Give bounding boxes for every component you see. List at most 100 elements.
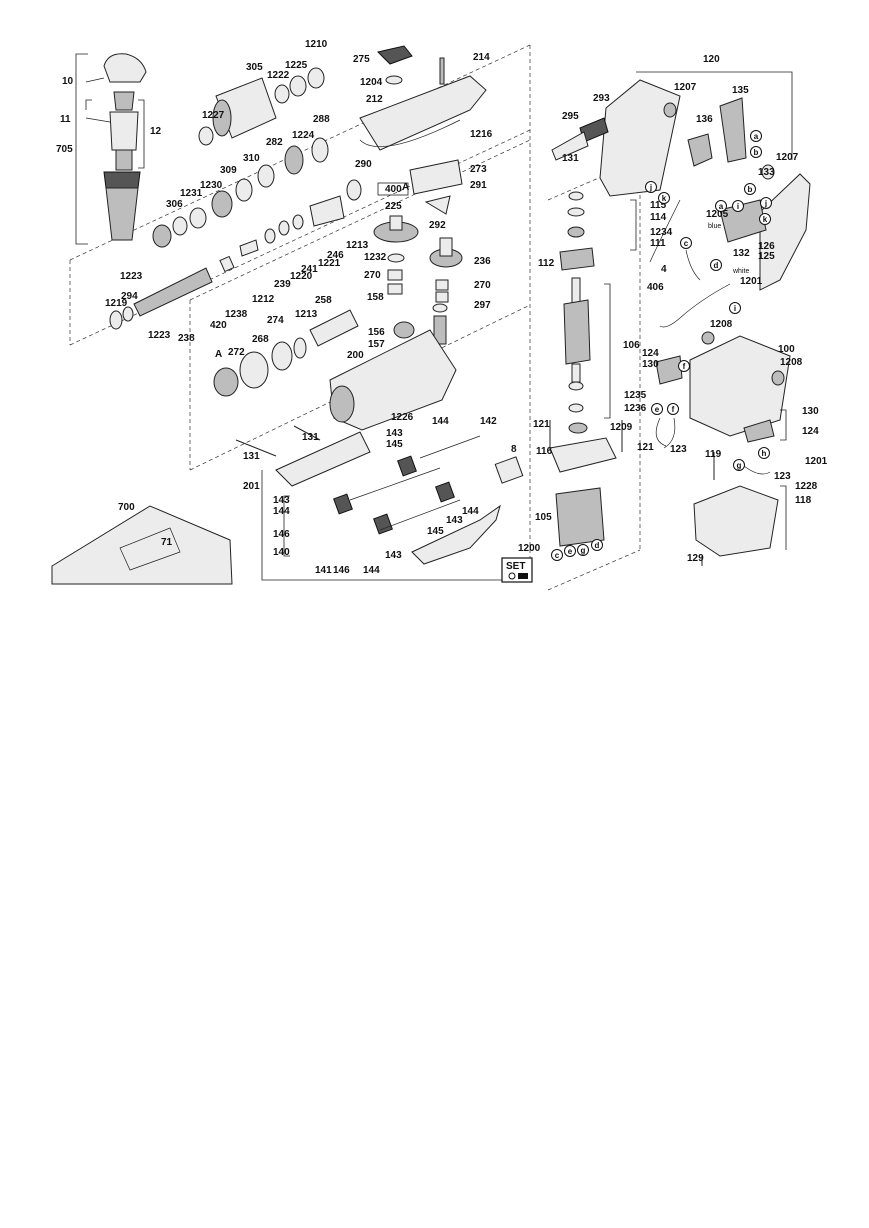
connector-marker-letter: f bbox=[672, 405, 675, 414]
part-label: 1219 bbox=[105, 298, 128, 309]
part-label: 201 bbox=[243, 481, 260, 492]
part-label: 270 bbox=[364, 270, 381, 281]
connector-marker-letter: e bbox=[655, 405, 660, 414]
part-label: 144 bbox=[432, 416, 449, 427]
connector-marker-ring bbox=[667, 403, 679, 415]
connector-marker: k bbox=[759, 213, 771, 225]
carry-case bbox=[51, 505, 233, 585]
connector-marker-letter: c bbox=[684, 239, 689, 248]
part-label: 1225 bbox=[285, 60, 308, 71]
connector-marker: i bbox=[729, 302, 741, 314]
part-label: 288 bbox=[313, 114, 330, 125]
side-handle-group bbox=[75, 53, 147, 245]
part-label: 1236 bbox=[624, 403, 647, 414]
part-label: 123 bbox=[774, 471, 791, 482]
part-label: 12 bbox=[150, 126, 162, 137]
part-label: 135 bbox=[732, 85, 749, 96]
part-label: 225 bbox=[385, 201, 402, 212]
part-label: 133 bbox=[758, 167, 775, 178]
part-label: 114 bbox=[650, 212, 667, 223]
part-label: 144 bbox=[462, 506, 479, 517]
connector-marker-letter: a bbox=[754, 132, 759, 141]
part-label: 142 bbox=[480, 416, 497, 427]
armature-stator-group bbox=[549, 191, 623, 547]
part-label: 146 bbox=[333, 565, 350, 576]
connector-marker-ring bbox=[729, 302, 741, 314]
part-label: 144 bbox=[273, 506, 290, 517]
connector-marker-letter: k bbox=[763, 215, 768, 224]
gear-housing-group bbox=[213, 45, 487, 431]
part-label: 143 bbox=[446, 515, 463, 526]
part-label: 1213 bbox=[295, 309, 318, 320]
part-label: 1224 bbox=[292, 130, 315, 141]
part-label: 130 bbox=[802, 406, 819, 417]
part-label: 131 bbox=[302, 432, 319, 443]
part-label: 112 bbox=[538, 258, 555, 269]
connector-marker-ring bbox=[744, 183, 756, 195]
connector-marker-letter: b bbox=[754, 148, 759, 157]
connector-marker: b bbox=[750, 146, 762, 158]
part-label: 1216 bbox=[470, 129, 493, 140]
connector-marker-ring bbox=[759, 213, 771, 225]
connector-marker-ring bbox=[750, 146, 762, 158]
part-label: 141 bbox=[315, 565, 332, 576]
connector-marker-letter: a bbox=[719, 202, 724, 211]
part-label: 1205 bbox=[706, 209, 729, 220]
connector-marker-ring bbox=[551, 549, 563, 561]
part-label: 1222 bbox=[267, 70, 290, 81]
part-label: 258 bbox=[315, 295, 332, 306]
connector-marker-letter: f bbox=[683, 362, 686, 371]
part-label: 1223 bbox=[148, 330, 171, 341]
connector-marker-letter: e bbox=[568, 547, 573, 556]
part-label: 136 bbox=[696, 114, 713, 125]
connector-marker-letter: d bbox=[595, 541, 600, 550]
part-label: 116 bbox=[536, 446, 553, 457]
part-label: A bbox=[215, 349, 222, 360]
part-label: 200 bbox=[347, 350, 364, 361]
part-label: 1220 bbox=[290, 271, 313, 282]
part-label: 129 bbox=[687, 553, 704, 564]
connector-marker-ring bbox=[591, 539, 603, 551]
set-badge-text: SET bbox=[506, 561, 525, 572]
connector-marker: c bbox=[680, 237, 692, 249]
part-label: 1213 bbox=[346, 240, 369, 251]
part-label: 293 bbox=[593, 93, 610, 104]
part-label: 11 bbox=[60, 114, 71, 125]
connector-marker: a bbox=[715, 200, 727, 212]
part-label: 241 bbox=[301, 264, 318, 275]
part-label: 143 bbox=[385, 550, 402, 561]
part-label: 4 bbox=[661, 264, 667, 275]
part-label: 1231 bbox=[180, 188, 203, 199]
connector-marker-ring bbox=[715, 200, 727, 212]
part-label: 121 bbox=[533, 419, 550, 430]
part-label: 132 bbox=[733, 248, 750, 259]
part-label: 1227 bbox=[202, 110, 225, 121]
part-label: 125 bbox=[758, 251, 775, 262]
part-label: 123 bbox=[670, 444, 687, 455]
part-label: A bbox=[402, 182, 409, 193]
connector-marker: g bbox=[733, 459, 745, 471]
part-label: 130 bbox=[642, 359, 659, 370]
part-label: 239 bbox=[274, 279, 291, 290]
connector-marker-ring bbox=[758, 447, 770, 459]
connector-marker-ring bbox=[680, 237, 692, 249]
part-label: 120 bbox=[703, 54, 720, 65]
connector-marker: i bbox=[732, 200, 744, 212]
connector-marker-ring bbox=[750, 130, 762, 142]
part-label: 106 bbox=[623, 340, 640, 351]
base-cover-group bbox=[235, 425, 532, 581]
connector-marker-ring bbox=[710, 259, 722, 271]
connector-marker-ring bbox=[564, 545, 576, 557]
part-label: 1234 bbox=[650, 227, 673, 238]
part-label: 1230 bbox=[200, 180, 223, 191]
connector-marker: e bbox=[564, 545, 576, 557]
wire-note: white bbox=[732, 268, 749, 275]
connector-marker-ring bbox=[733, 459, 745, 471]
part-label: 131 bbox=[243, 451, 260, 462]
connector-marker-letter: c bbox=[555, 551, 560, 560]
connector-marker-letter: h bbox=[762, 449, 767, 458]
part-label: 291 bbox=[470, 180, 487, 191]
connector-marker: k bbox=[658, 192, 670, 204]
part-label: 145 bbox=[386, 439, 403, 450]
